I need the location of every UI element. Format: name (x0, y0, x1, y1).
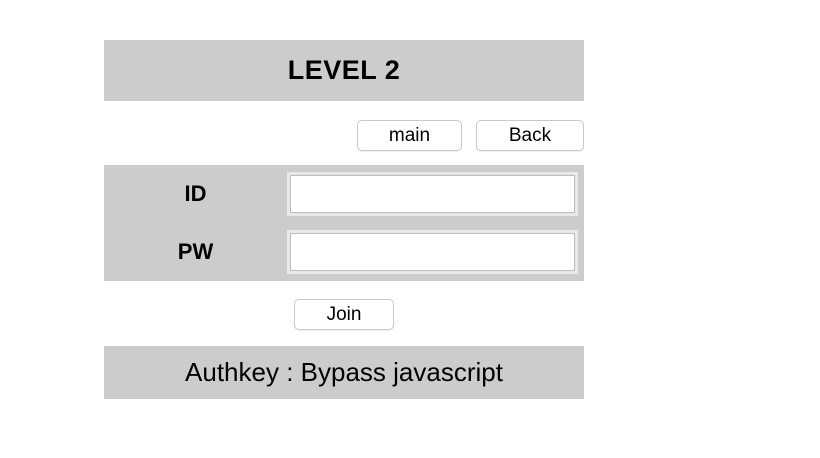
page-title: LEVEL 2 (287, 55, 401, 85)
nav-button-row: main Back (104, 118, 584, 152)
form-row-pw: PW (104, 227, 584, 277)
page-title-banner: LEVEL 2 (104, 40, 584, 101)
authkey-banner: Authkey : Bypass javascript (104, 346, 584, 399)
authkey-text: Authkey : Bypass javascript (185, 357, 503, 387)
pw-input[interactable] (287, 230, 578, 274)
back-button[interactable]: Back (476, 120, 584, 151)
join-button-row: Join (104, 298, 584, 332)
credentials-form-panel: ID PW (104, 165, 584, 281)
form-row-id: ID (104, 169, 584, 219)
id-field-label: ID (184, 181, 207, 206)
main-button[interactable]: main (357, 120, 462, 151)
join-button[interactable]: Join (294, 299, 394, 330)
pw-field-label: PW (177, 239, 214, 264)
id-input[interactable] (287, 172, 578, 216)
